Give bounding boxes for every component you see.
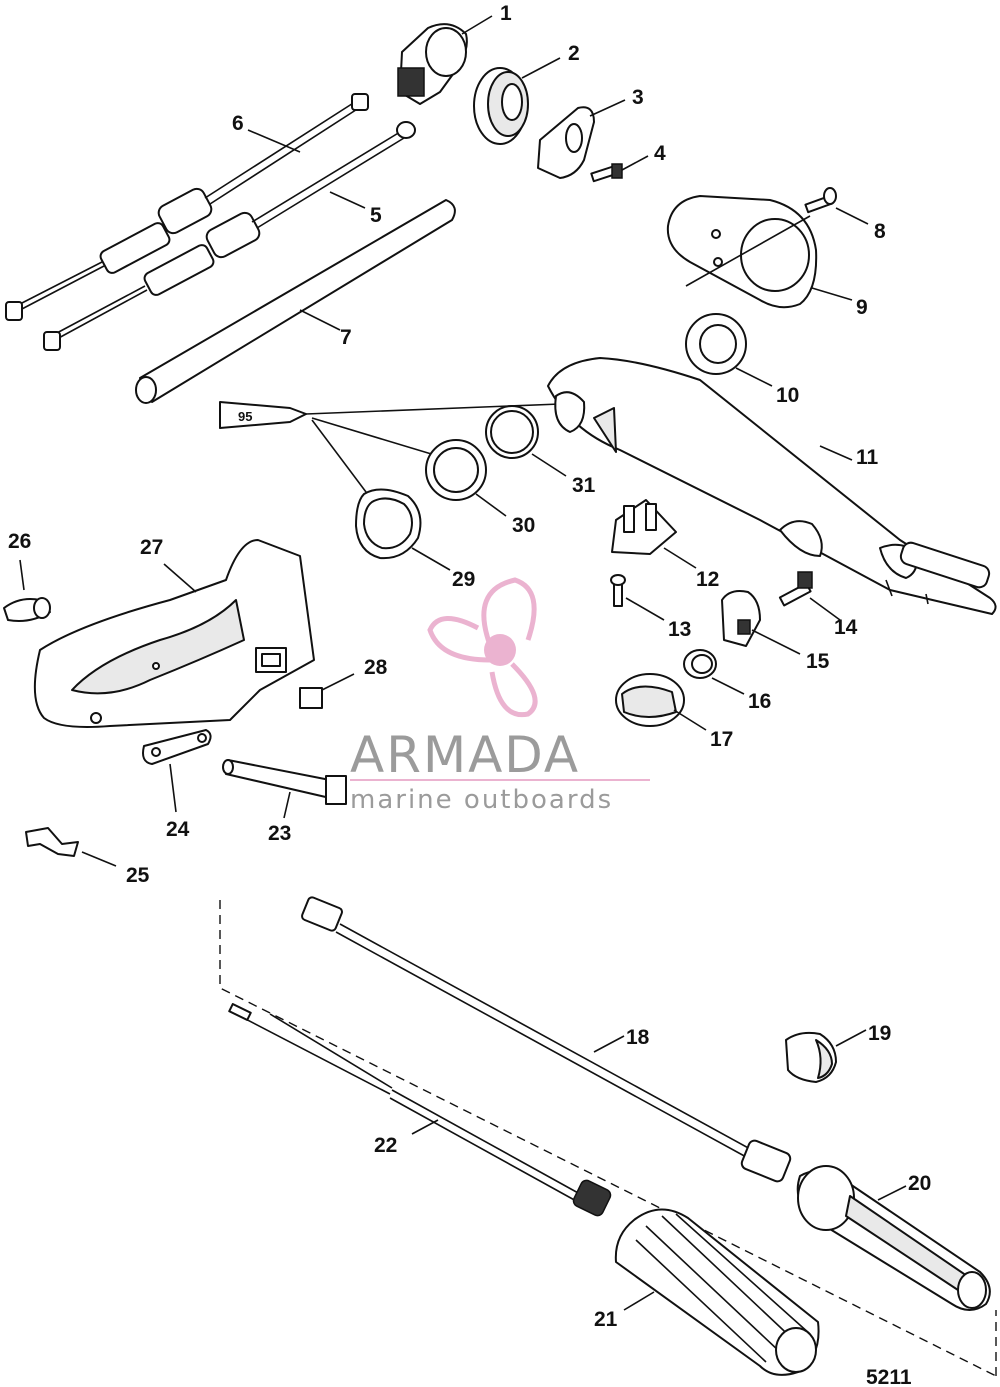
part-30-seal[interactable] [425, 439, 487, 501]
callout-2: 2 [568, 42, 580, 65]
part-25-clip[interactable] [25, 827, 79, 857]
callout-29: 29 [452, 568, 475, 591]
callout-10: 10 [776, 384, 799, 407]
callout-13: 13 [668, 618, 691, 641]
callout-14: 14 [834, 616, 858, 639]
callout-4: 4 [654, 142, 666, 165]
sealant-tube-label: 95 [238, 409, 252, 424]
part-26-sleeve[interactable] [3, 597, 51, 622]
callout-5: 5 [370, 204, 382, 227]
propeller-hub-icon [484, 634, 516, 666]
part-8-bolt[interactable] [804, 187, 837, 214]
callout-17: 17 [710, 728, 733, 751]
part-3-plate[interactable] [537, 106, 595, 179]
watermark-subtitle: marine outboards [350, 785, 613, 815]
part-17-knob[interactable] [615, 673, 685, 727]
callout-11: 11 [856, 446, 879, 469]
callout-16: 16 [748, 690, 771, 713]
part-12-bracket[interactable] [611, 499, 677, 555]
callout-18: 18 [626, 1026, 650, 1049]
part-4-bolt[interactable] [590, 163, 623, 183]
part-19-sleeve[interactable] [785, 1031, 837, 1083]
part-31-seal[interactable] [485, 405, 539, 459]
part-28-pad[interactable] [299, 687, 323, 709]
part-11-tiller-arm[interactable] [547, 357, 997, 615]
part-18-cable-rod[interactable] [301, 896, 792, 1183]
part-22-throttle-cable[interactable] [228, 1003, 612, 1218]
part-6-gas-spring[interactable] [5, 93, 369, 321]
part-5-gas-spring[interactable] [43, 121, 416, 351]
part-2-spool[interactable] [473, 67, 529, 145]
callout-25: 25 [126, 864, 150, 887]
callout-12: 12 [696, 568, 719, 591]
armada-watermark: ARMADA marine outboards [350, 577, 650, 815]
callout-26: 26 [8, 530, 31, 553]
diagram-number: 5211 [866, 1366, 912, 1387]
part-27-bracket-housing[interactable] [33, 539, 315, 728]
part-23-bolt[interactable] [222, 759, 347, 805]
part-7-rod[interactable] [135, 199, 456, 404]
callout-24: 24 [166, 818, 190, 841]
part-16-ring[interactable] [683, 649, 717, 679]
callout-30: 30 [512, 514, 535, 537]
callout-6: 6 [232, 112, 244, 135]
assembly-boundary [219, 900, 997, 1377]
callout-9: 9 [856, 296, 868, 319]
callout-23: 23 [268, 822, 291, 845]
part-14-bolt[interactable] [778, 571, 813, 607]
callout-22: 22 [374, 1134, 397, 1157]
callout-21: 21 [594, 1308, 618, 1331]
callout-31: 31 [572, 474, 596, 497]
propeller-logo [427, 577, 538, 718]
part-21-grip[interactable] [614, 1208, 820, 1376]
callout-7: 7 [340, 326, 352, 349]
callout-20: 20 [908, 1172, 931, 1195]
callout-3: 3 [632, 86, 644, 109]
part-10-ring[interactable] [685, 313, 747, 375]
part-24-plate[interactable] [142, 729, 212, 765]
part-29-seal[interactable] [355, 488, 422, 560]
callout-19: 19 [868, 1022, 891, 1045]
callout-1: 1 [500, 2, 512, 25]
part-20-twist-throttle[interactable] [796, 1165, 991, 1311]
callout-28: 28 [364, 656, 388, 679]
part-1-clamp[interactable] [397, 23, 468, 105]
part-9-cover[interactable] [666, 195, 818, 309]
callout-27: 27 [140, 536, 163, 559]
part-13-screw[interactable] [610, 574, 626, 607]
callout-8: 8 [874, 220, 886, 243]
callout-15: 15 [806, 650, 830, 673]
watermark-title: ARMADA [350, 726, 580, 784]
part-15-clip[interactable] [721, 590, 761, 647]
